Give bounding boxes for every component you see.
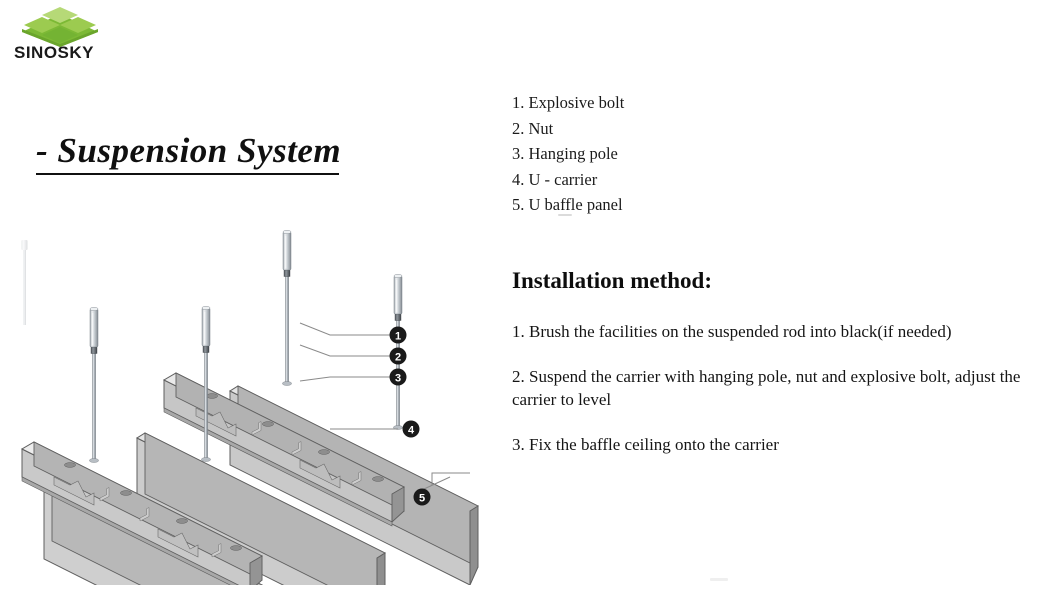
callout-badge-4: 4 bbox=[402, 420, 420, 438]
svg-text:3: 3 bbox=[395, 373, 401, 385]
callout-badge-2: 2 bbox=[389, 347, 407, 365]
installation-steps: 1. Brush the facilities on the suspended… bbox=[512, 320, 1040, 478]
u-carrier-back bbox=[162, 372, 406, 527]
scan-artifact bbox=[558, 214, 572, 216]
installation-step: 2. Suspend the carrier with hanging pole… bbox=[512, 367, 1021, 409]
svg-text:1: 1 bbox=[395, 331, 401, 343]
installation-heading: Installation method: bbox=[512, 268, 712, 293]
callout-leader-lines bbox=[299, 322, 470, 490]
hanging-rod-1 bbox=[88, 306, 100, 463]
svg-text:4: 4 bbox=[408, 425, 415, 437]
callout-badge-3: 3 bbox=[389, 368, 407, 386]
hanging-rod-partial bbox=[21, 240, 28, 325]
installation-step: 3. Fix the baffle ceiling onto the carri… bbox=[512, 435, 779, 454]
hanging-rod-2 bbox=[200, 305, 212, 462]
callout-badge-1: 1 bbox=[389, 326, 407, 344]
legend-item: 1. Explosive bolt bbox=[512, 93, 625, 112]
title-underline bbox=[36, 173, 339, 175]
brand-logo: SINOSKY bbox=[12, 6, 108, 68]
hanging-rod-3 bbox=[281, 229, 293, 386]
stacked-tiles-icon bbox=[20, 6, 100, 48]
legend-item: 2. Nut bbox=[512, 118, 554, 138]
callout-badge-5: 5 bbox=[413, 488, 431, 506]
installation-step: 1. Brush the facilities on the suspended… bbox=[512, 322, 952, 341]
legend-item: 5. U baffle panel bbox=[512, 195, 623, 214]
legend-item: 4. U - carrier bbox=[512, 169, 598, 189]
suspension-system-diagram: 1 2 3 4 5 bbox=[0, 185, 500, 585]
scan-artifact-bottom bbox=[710, 578, 728, 581]
legend-item: 3. Hanging pole bbox=[512, 144, 618, 163]
u-baffle-panel-middle bbox=[135, 432, 387, 585]
svg-text:2: 2 bbox=[395, 352, 401, 364]
svg-text:5: 5 bbox=[419, 493, 425, 505]
brand-name: SINOSKY bbox=[14, 43, 95, 62]
page-title: - Suspension System bbox=[36, 131, 342, 170]
parts-legend: 1. Explosive bolt 2. Nut 3. Hanging pole… bbox=[512, 90, 832, 218]
